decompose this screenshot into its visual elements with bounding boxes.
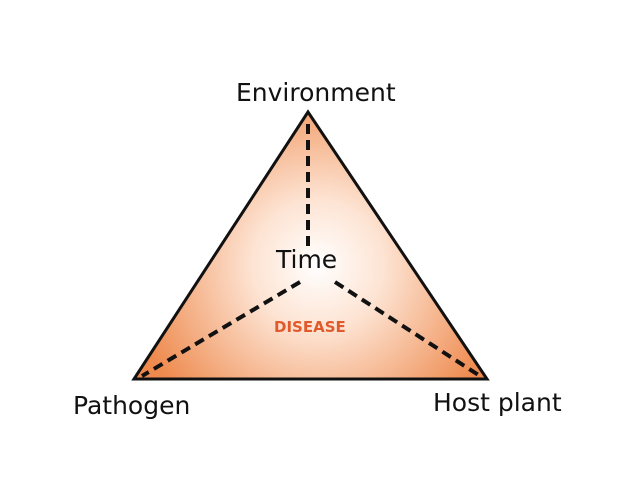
label-pathogen: Pathogen bbox=[73, 391, 191, 420]
label-time: Time bbox=[276, 245, 338, 274]
dashed-connectors bbox=[140, 124, 482, 378]
label-disease: DISEASE bbox=[274, 318, 346, 336]
triangle bbox=[131, 109, 490, 381]
label-environment: Environment bbox=[236, 78, 396, 107]
label-host-plant: Host plant bbox=[433, 388, 562, 417]
